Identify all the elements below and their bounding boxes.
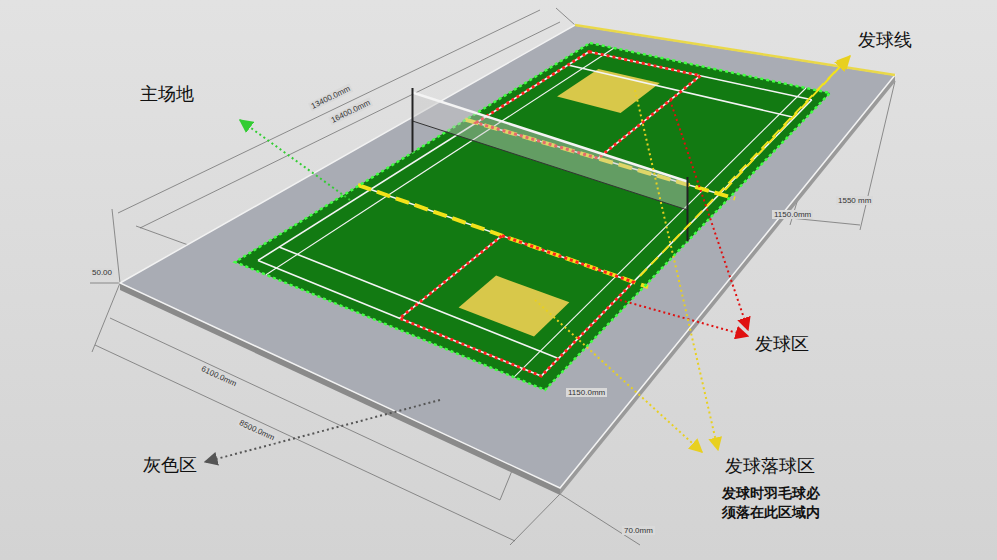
leader-lines (205, 56, 850, 462)
dimension-label: 1550 mm (836, 196, 873, 205)
note-text: 发球时羽毛球必须落在此区域内 (722, 484, 820, 522)
net (413, 88, 688, 242)
main-court-outline (235, 43, 830, 390)
dimension-label: 6100.0mm (198, 363, 240, 389)
landing-area (459, 276, 570, 337)
dimension-label: 50.00 (90, 268, 114, 277)
grey-area (120, 25, 895, 488)
dimension-label: 16400.0mm (328, 97, 374, 126)
dimension-lines (90, 8, 895, 545)
dimension-label: 1150.0mm (772, 210, 813, 219)
main-court (235, 43, 830, 390)
dimension-label: 1150.0mm (566, 388, 607, 397)
callout-label: 灰色区 (143, 455, 197, 476)
court-lines (258, 48, 812, 377)
callout-label: 发球线 (858, 30, 912, 51)
dimension-label: 70.0mm (622, 526, 655, 535)
callout-label: 发球区 (755, 334, 809, 355)
dimension-label: 8500.0mm (236, 417, 278, 443)
service-area-outline (400, 52, 701, 376)
callout-label: 发球落球区 (725, 456, 815, 477)
callout-label: 主场地 (140, 84, 194, 105)
